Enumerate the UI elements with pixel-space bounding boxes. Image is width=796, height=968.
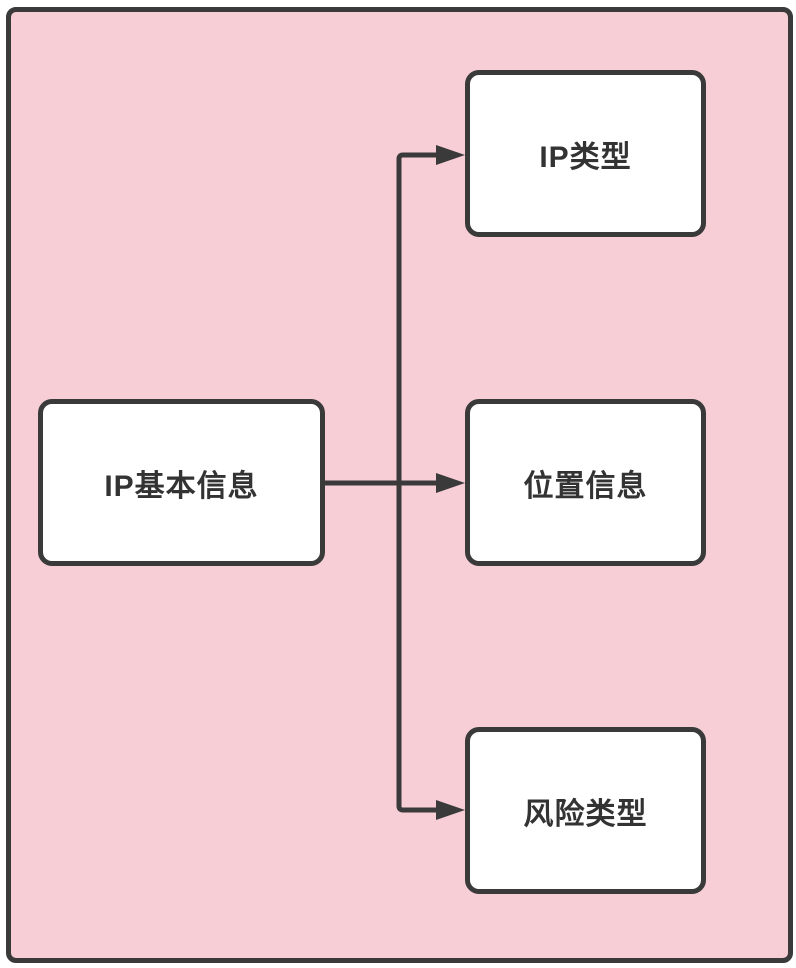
- node-location-info[interactable]: 位置信息: [465, 399, 706, 566]
- node-ip-basic-info-label: IP基本信息: [104, 469, 259, 503]
- node-risk-type-label: 风险类型: [523, 797, 648, 831]
- node-ip-type[interactable]: IP类型: [465, 70, 706, 237]
- node-risk-type[interactable]: 风险类型: [465, 727, 706, 894]
- node-ip-type-label: IP类型: [539, 140, 632, 174]
- node-ip-basic-info[interactable]: IP基本信息: [38, 399, 325, 566]
- node-location-info-label: 位置信息: [523, 469, 648, 503]
